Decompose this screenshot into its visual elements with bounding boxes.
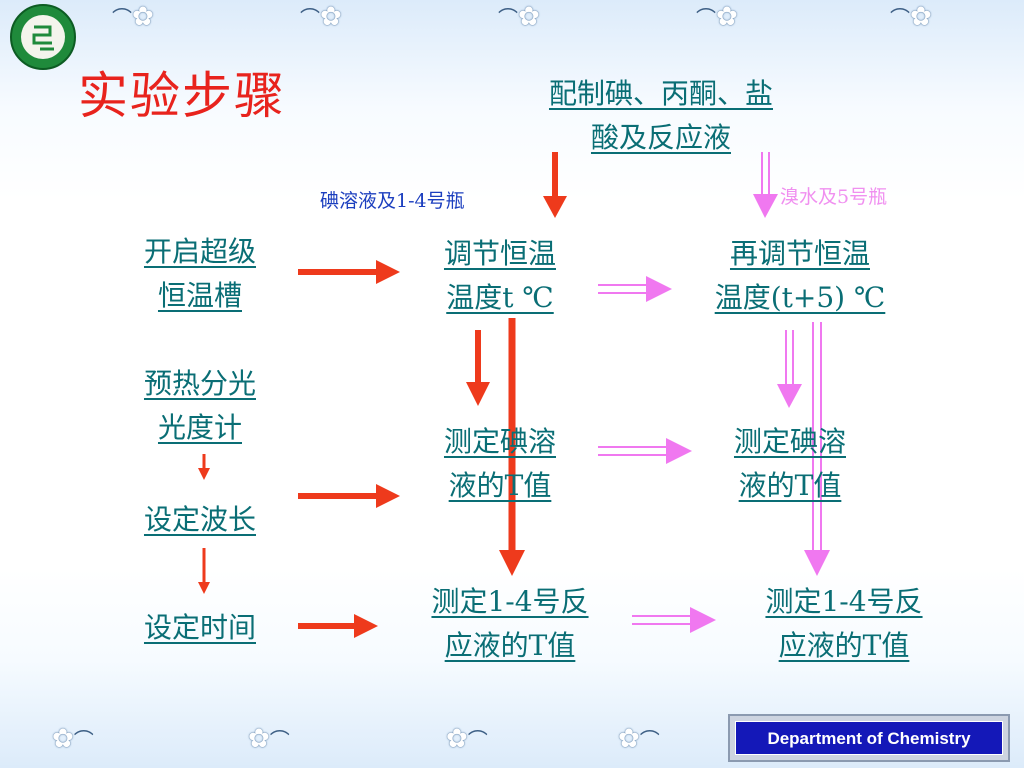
arrow-head <box>376 260 400 284</box>
node-readjust-temp: 再调节恒温 温度(t+5) ℃ <box>714 237 886 314</box>
flower-swirl-icon: ⌒✿ <box>890 2 932 32</box>
flower-swirl-icon: ✿⌒ <box>52 724 94 754</box>
flower-swirl-icon: ✿⌒ <box>248 724 290 754</box>
department-label: Department of Chemistry <box>735 721 1003 755</box>
arrow-head <box>543 196 567 218</box>
arrow-head <box>466 382 490 406</box>
arrow-readjust-to-measure-iodine <box>777 330 802 408</box>
node-set-time: 设定时间 <box>143 611 256 644</box>
flower-swirl-icon: ✿⌒ <box>446 724 488 754</box>
arrow-head <box>198 582 210 594</box>
department-badge: Department of Chemistry <box>728 714 1010 762</box>
arrow-head <box>376 484 400 508</box>
note-iodine-bottles: 碘溶液及1-4号瓶 <box>320 190 465 212</box>
node-measure-iodine-1: 测定碘溶 液的T值 <box>443 425 556 502</box>
arrow-measure-iodine-1-to-2 <box>598 438 692 464</box>
node-measure-reaction-1: 测定1-4号反 应液的T值 <box>431 585 589 662</box>
node-set-wavelength: 设定波长 <box>143 503 256 536</box>
flower-swirl-icon: ✿⌒ <box>618 724 660 754</box>
node-measure-iodine-2: 测定碘溶 液的T值 <box>733 425 846 502</box>
arrow-readjust-to-measure-reaction <box>804 322 830 576</box>
arrow-measure-reaction-1-to-2 <box>632 607 716 633</box>
flower-swirl-icon: ⌒✿ <box>300 2 342 32</box>
note-bromine-bottle: 溴水及5号瓶 <box>780 186 888 208</box>
arrow-head <box>354 614 378 638</box>
node-measure-reaction-2: 测定1-4号反 应液的T值 <box>765 585 923 662</box>
arrow-adjust-to-readjust <box>598 276 672 302</box>
arrow-prepare-to-readjust <box>753 152 778 218</box>
node-adjust-temp: 调节恒温 温度t ℃ <box>443 237 556 314</box>
flower-swirl-icon: ⌒✿ <box>696 2 738 32</box>
arrow-head <box>499 550 525 576</box>
flower-swirl-icon: ⌒✿ <box>112 2 154 32</box>
slide-title: 实验步骤 <box>78 67 286 125</box>
university-logo-icon <box>10 4 76 70</box>
node-prepare: 配制碘、丙酮、盐 酸及反应液 <box>548 77 773 154</box>
node-preheat: 预热分光 光度计 <box>143 367 256 444</box>
arrow-head <box>198 468 210 480</box>
flower-swirl-icon: ⌒✿ <box>498 2 540 32</box>
node-start-bath: 开启超级 恒温槽 <box>143 235 256 312</box>
